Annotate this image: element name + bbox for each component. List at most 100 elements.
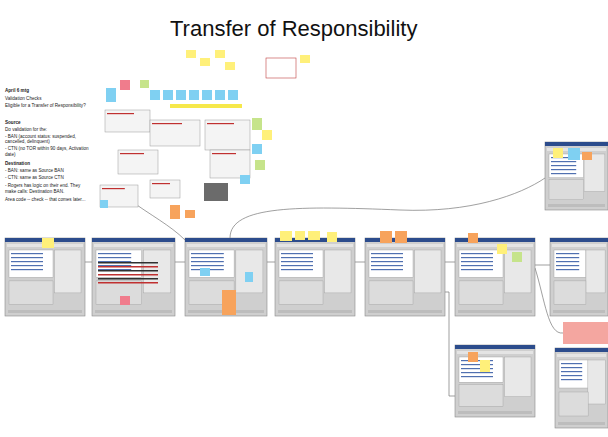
note-line: - BAN: same as Source BAN [5,168,89,174]
screenshot [555,348,608,428]
note-line: Eligible for a Transfer of Responsibilit… [5,103,89,109]
note-line: Source [5,120,89,126]
thumbnail [266,58,296,78]
sticky-note [553,148,563,158]
title: Transfer of Responsibility [170,16,417,42]
note-line: - Rogers has logic on their end. They ma… [5,183,89,194]
sticky-note [200,58,210,66]
sticky-note [186,50,196,58]
note-line: - BAN (account status: suspended, cancel… [5,134,89,145]
sticky-note [185,210,195,218]
thumbnail [150,180,180,198]
sticky-note [222,290,236,315]
screenshot [545,142,608,210]
thumbnail [100,185,138,207]
sticky-note [262,130,272,140]
sticky-note [200,268,210,276]
sticky-note [140,80,149,88]
flow-line [230,178,545,238]
sticky-note [202,90,212,100]
thumbnail-line [107,113,134,114]
thumbnail [205,120,250,150]
flow-line [267,262,275,263]
flow-line [535,265,550,266]
sticky-note [163,90,173,100]
thumbnail-line [152,183,170,184]
sticky-note [106,88,116,102]
thumbnail [118,150,158,174]
thumbnail [105,110,150,132]
sticky-note [215,90,225,100]
sticky-note [582,152,592,160]
sticky-note [300,55,310,63]
note-line: Do validation for the: [5,127,89,133]
flow-line [445,262,455,263]
table-row [98,278,158,280]
table-row [98,270,158,272]
sticky-note [252,118,262,130]
sticky-note [252,144,262,154]
screenshot [365,238,445,316]
table-row [98,274,158,276]
table-row [98,282,158,284]
table-row [98,266,158,268]
flow-line [355,262,365,263]
sticky-note [120,80,130,90]
sticky-note [380,231,392,243]
sticky-note [308,231,320,240]
note-line: Validation Checks [5,96,89,102]
sticky-note [395,231,407,243]
sticky-note [255,160,265,170]
sticky-note [42,238,54,248]
sticky-note [568,148,580,160]
note-line: Destination [5,161,89,167]
sticky-note [228,90,238,100]
note-line: - CTN: same as Source CTN [5,175,89,181]
sticky-note [468,352,478,362]
pink-panel [563,322,608,344]
flow-line [445,292,455,396]
sticky-note [215,50,225,58]
thumbnail-line [212,153,236,154]
table-row [98,262,158,264]
sticky-note [150,90,160,100]
sticky-note [240,175,250,184]
screenshot [550,238,608,316]
sticky-note [170,205,180,219]
sticky-note [512,252,522,262]
thumbnail [150,120,200,146]
note-line: Area code -- check -- that comes later..… [5,197,89,203]
yellow-bar [170,104,242,108]
sticky-note [497,244,507,254]
sticky-note [480,360,490,372]
screenshot [455,345,535,417]
sticky-note [225,62,235,70]
thumbnail-line [120,153,144,154]
flow-line [85,262,92,263]
screenshot [185,238,267,316]
screenshot [5,238,85,316]
thumbnail-line [152,123,182,124]
sticky-note [100,200,108,208]
screenshot [455,238,535,316]
sticky-note [120,296,130,305]
sticky-note [295,231,305,240]
flow-line [175,262,185,263]
dark-box [204,183,228,201]
sticky-note [327,232,337,242]
note-line: April 6 mtg [5,88,89,94]
sticky-note [468,233,478,243]
thumbnail-line [102,188,125,189]
note-line: - CTN (no TOR within 90 days, Activation… [5,146,89,157]
sticky-note [245,272,253,282]
sticky-note [176,90,186,100]
thumbnail [210,150,250,178]
screenshot [275,238,355,316]
sticky-note [189,90,199,100]
flow-lines [85,178,563,396]
sticky-note [280,231,292,241]
thumbnail-line [207,123,234,124]
screenshot [92,238,175,316]
